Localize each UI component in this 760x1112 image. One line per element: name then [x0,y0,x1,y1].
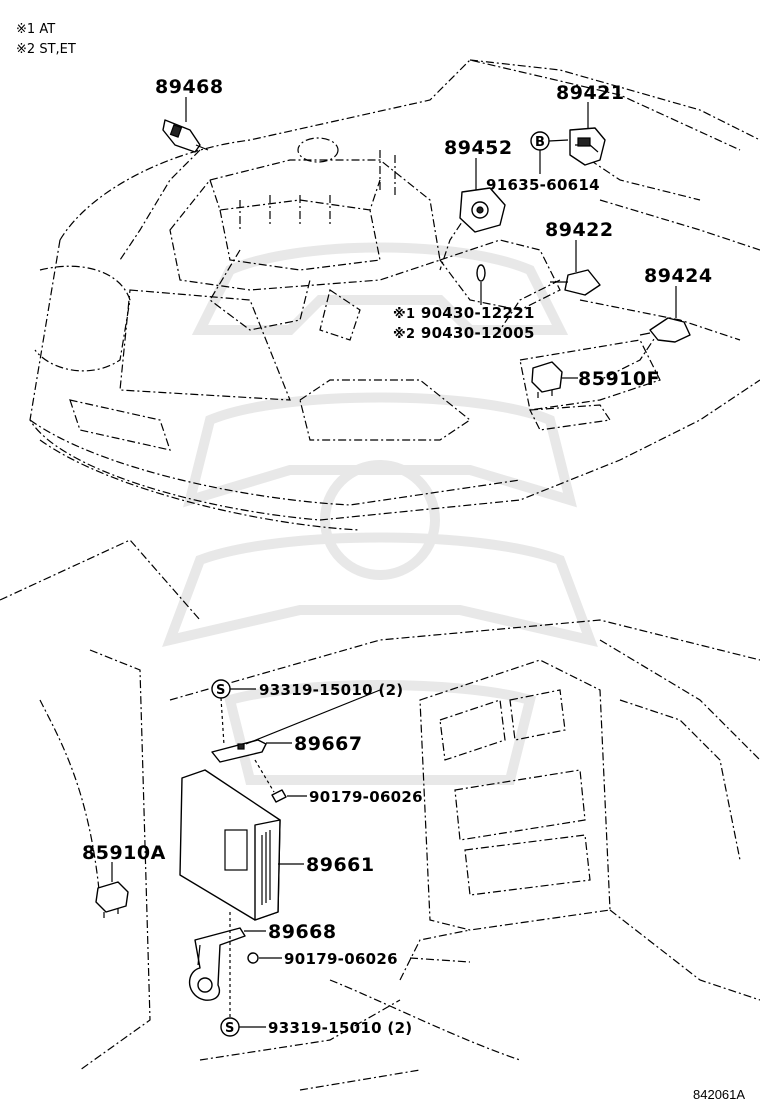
part-number-90179-06026-top[interactable]: 90179-06026 [309,788,423,806]
part-number-90179-06026-bottom[interactable]: 90179-06026 [284,950,398,968]
watermark-emblem [162,242,598,785]
sensor-89422-icon [550,269,601,296]
note-1-mark: ※1 [16,22,35,37]
svg-text:※1 AT: ※1 AT [16,22,55,37]
svg-text:※2 ST,ET: ※2 ST,ET [16,42,76,57]
screw-90179-top-icon [271,789,287,803]
part-number-89661[interactable]: 89661 [306,854,375,876]
note-2-mark: ※2 [16,42,35,57]
dashboard-outline [0,539,760,1091]
leader-89667-diagonal [245,689,381,745]
part-number-85910a[interactable]: 85910A [82,842,166,864]
footnotes: ※1 AT ※2 ST,ET [16,22,76,57]
part-number-89668[interactable]: 89668 [268,921,337,943]
part-number-89421[interactable]: 89421 [556,82,625,104]
figure-code: 842061A [693,1087,745,1102]
part-number-90430-12221[interactable]: 90430-12221 [421,304,535,322]
note-mark-1: ※1 [393,307,415,322]
engine-bay-outline [29,59,760,531]
throttle-sensor-89452-icon [459,187,506,233]
bolt-symbol-b-label: B [535,135,545,150]
part-number-89452[interactable]: 89452 [444,137,513,159]
screw-90179-bottom-icon [247,952,259,964]
sensor-89421-icon [569,127,606,166]
screw-symbol-s2-label: S [225,1021,234,1036]
part-number-85910f[interactable]: 85910F [578,368,660,390]
part-number-89667[interactable]: 89667 [294,733,363,755]
screw-symbol-s1-label: S [216,683,225,698]
gasket-90430-icon [476,264,486,282]
svg-text:※1 90430-12221: ※1 90430-12221 [393,304,535,322]
relay-85910a-icon [95,881,129,918]
chain-90179-bottom [409,957,471,963]
part-number-93319-15010-top[interactable]: 93319-15010 (2) [259,681,403,699]
part-number-89468[interactable]: 89468 [155,76,224,98]
part-number-89424[interactable]: 89424 [644,265,713,287]
part-number-90430-12005[interactable]: 90430-12005 [421,324,535,342]
part-number-91635-60614[interactable]: 91635-60614 [486,176,600,194]
bracket-89668-icon [188,927,246,1001]
note-1-text: AT [39,22,55,37]
relay-85910f-icon [531,361,563,398]
sensor-89424-icon [639,317,691,343]
chain-90179-top [254,759,275,793]
note-2-text: ST,ET [39,42,76,57]
sensor-89468-icon [162,119,209,153]
part-number-89422[interactable]: 89422 [545,219,614,241]
part-number-93319-15010-bottom[interactable]: 93319-15010 (2) [268,1019,412,1037]
note-mark-2: ※2 [393,327,415,342]
leader-bolt-b [548,139,569,142]
ecu-89661-icon [179,769,281,921]
chain-screw-top [220,697,225,746]
svg-text:※2 90430-12005: ※2 90430-12005 [393,324,535,342]
